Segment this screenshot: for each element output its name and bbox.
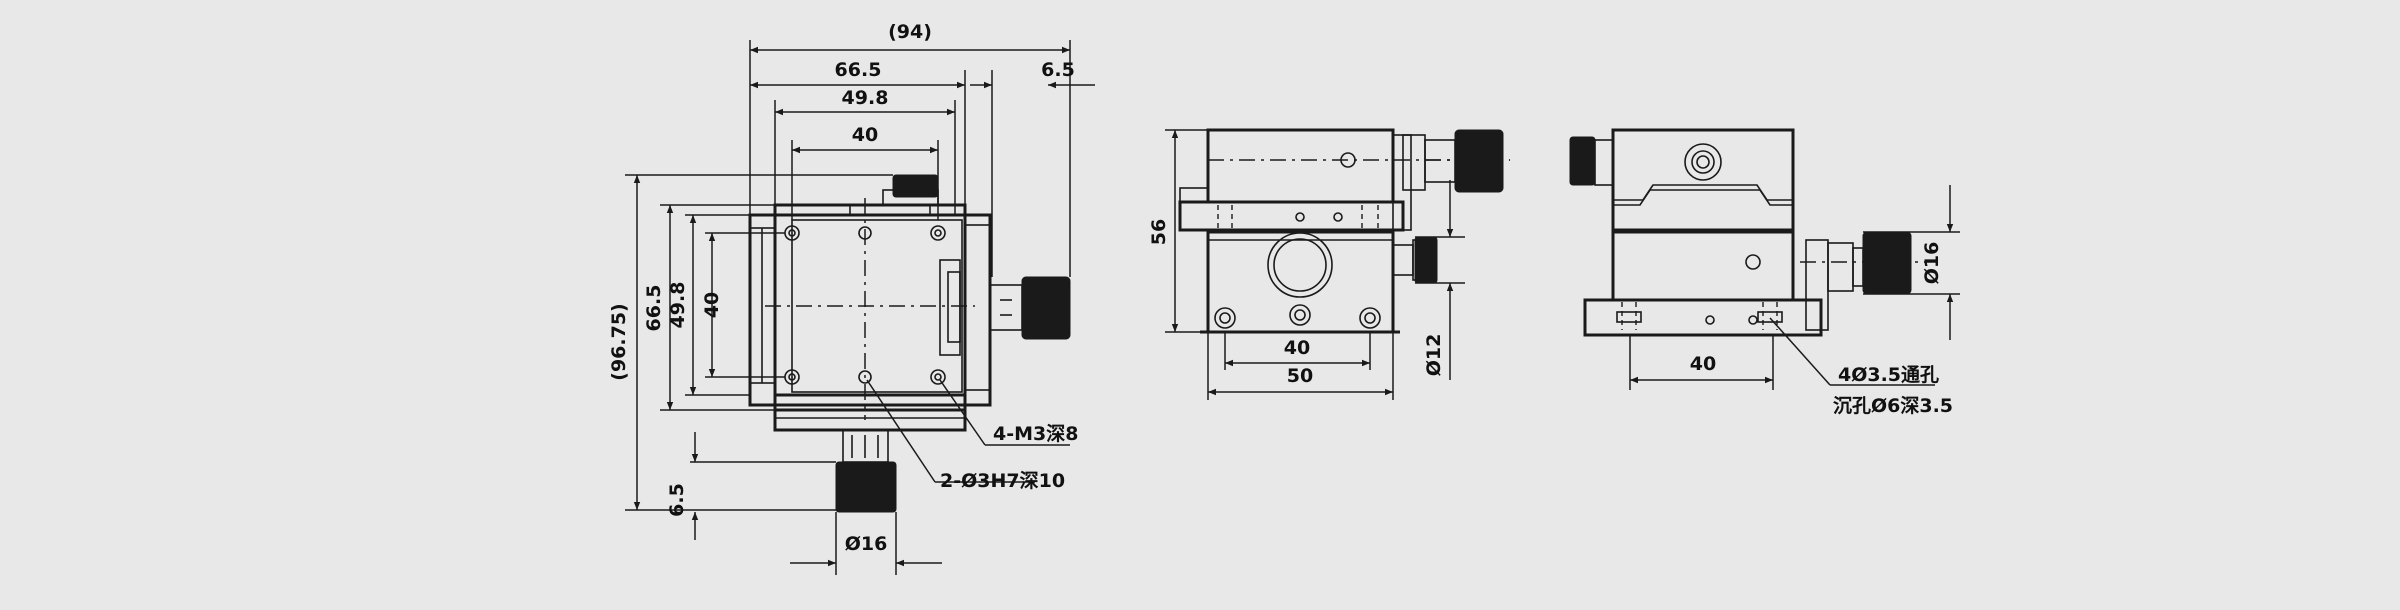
callout-threaded-holes: 4-M3深8 xyxy=(993,422,1078,445)
dim-bottom-6-5: 6.5 xyxy=(666,483,688,517)
dim-right-6-5: 6.5 xyxy=(1041,59,1075,81)
side-upper-block xyxy=(1206,128,1395,204)
dim-width-40: 40 xyxy=(852,124,878,146)
front-bottom-knob-icon xyxy=(835,429,897,513)
callout-pin-holes: 2-Ø3H7深10 xyxy=(940,469,1065,492)
dim-side-width-40: 40 xyxy=(1284,337,1310,359)
dim-total-height: (96.75) xyxy=(608,303,630,380)
front-view: (94) 66.5 6.5 49.8 40 (96.75) 66.5 49.8 xyxy=(608,21,1095,575)
right-view: 40 Ø16 4Ø3.5通孔 沉孔Ø6深3.5 xyxy=(1569,128,1960,417)
dim-right-width-40: 40 xyxy=(1690,353,1716,375)
right-base-plate xyxy=(1583,298,1823,337)
callout-mount-holes-line1: 4Ø3.5通孔 xyxy=(1838,364,1939,386)
dim-height-49-8: 49.8 xyxy=(667,282,689,329)
right-lower-body xyxy=(1611,230,1795,302)
dim-width-66-5: 66.5 xyxy=(835,59,882,81)
front-base-outline xyxy=(748,213,992,407)
dim-side-height-56: 56 xyxy=(1148,219,1170,245)
right-left-knob-icon xyxy=(1569,136,1614,186)
dim-right-knob-dia: Ø16 xyxy=(1921,242,1943,285)
side-lower-knob-icon xyxy=(1392,236,1438,284)
front-holes xyxy=(784,225,946,385)
side-view: 56 40 50 Ø12 xyxy=(1148,128,1510,400)
dim-width-49-8: 49.8 xyxy=(842,87,889,109)
front-right-knob-icon xyxy=(989,276,1071,340)
dim-total-width: (94) xyxy=(888,21,932,43)
dim-front-knob-dia: Ø16 xyxy=(845,533,888,555)
right-knob-icon xyxy=(1800,231,1925,331)
callout-mount-holes-line2: 沉孔Ø6深3.5 xyxy=(1833,394,1953,417)
dim-side-knob-dia: Ø12 xyxy=(1423,334,1445,377)
front-table xyxy=(773,213,967,397)
dim-height-40: 40 xyxy=(701,292,723,318)
dim-height-66-5: 66.5 xyxy=(643,285,665,332)
side-top-knob-icon xyxy=(1402,129,1510,193)
dim-side-width-50: 50 xyxy=(1287,365,1313,387)
